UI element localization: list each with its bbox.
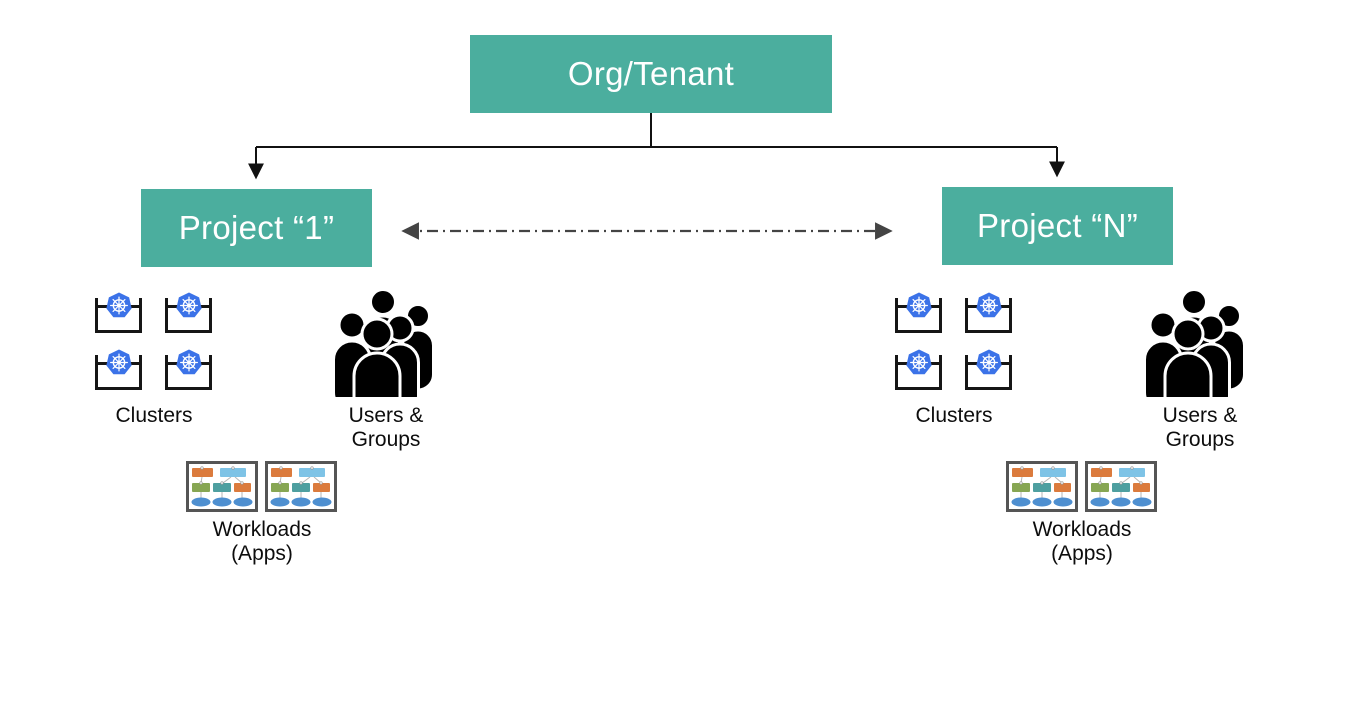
workload-app-thumbnail [1006, 461, 1078, 512]
clusters-label: Clusters [915, 404, 993, 427]
users-groups-label: Users & Groups [327, 404, 445, 452]
kubernetes-cluster-icon [965, 292, 1013, 333]
users-groups-icon [326, 287, 446, 401]
project-n-node: Project “N” [942, 187, 1173, 265]
kubernetes-icon [975, 292, 1003, 319]
workloads-label-line1: Workloads [212, 518, 312, 541]
workloads-label: Workloads (Apps) [177, 518, 347, 566]
users-label-line2: Groups [1165, 427, 1235, 451]
kubernetes-cluster-icon [895, 292, 943, 333]
kubernetes-icon [175, 349, 203, 376]
org-tenant-node: Org/Tenant [470, 35, 832, 113]
workloads-label-line2: (Apps) [231, 541, 293, 565]
users-groups-label: Users & Groups [1141, 404, 1259, 452]
project-1-node: Project “1” [141, 189, 372, 267]
kubernetes-icon [105, 349, 133, 376]
project-1-clusters [95, 292, 213, 390]
kubernetes-cluster-icon [895, 349, 943, 390]
kubernetes-cluster-icon [165, 292, 213, 333]
kubernetes-icon [905, 349, 933, 376]
workload-app-thumbnail [1085, 461, 1157, 512]
kubernetes-cluster-icon [165, 349, 213, 390]
project-n-clusters [895, 292, 1013, 390]
kubernetes-icon [905, 292, 933, 319]
workloads-label: Workloads (Apps) [997, 518, 1167, 566]
kubernetes-cluster-icon [95, 292, 143, 333]
workloads-label-line1: Workloads [1032, 518, 1132, 541]
kubernetes-icon [975, 349, 1003, 376]
users-groups-icon [1137, 287, 1257, 401]
clusters-label: Clusters [115, 404, 193, 427]
users-label-line1: Users & [348, 404, 424, 427]
kubernetes-cluster-icon [965, 349, 1013, 390]
project-n-workloads [1006, 461, 1157, 512]
workload-app-thumbnail [265, 461, 337, 512]
users-label-line1: Users & [1162, 404, 1238, 427]
workloads-label-line2: (Apps) [1051, 541, 1113, 565]
kubernetes-icon [175, 292, 203, 319]
kubernetes-icon [105, 292, 133, 319]
kubernetes-cluster-icon [95, 349, 143, 390]
users-label-line2: Groups [351, 427, 421, 451]
project-1-workloads [186, 461, 337, 512]
workload-app-thumbnail [186, 461, 258, 512]
cluster-box-icon [95, 355, 142, 390]
